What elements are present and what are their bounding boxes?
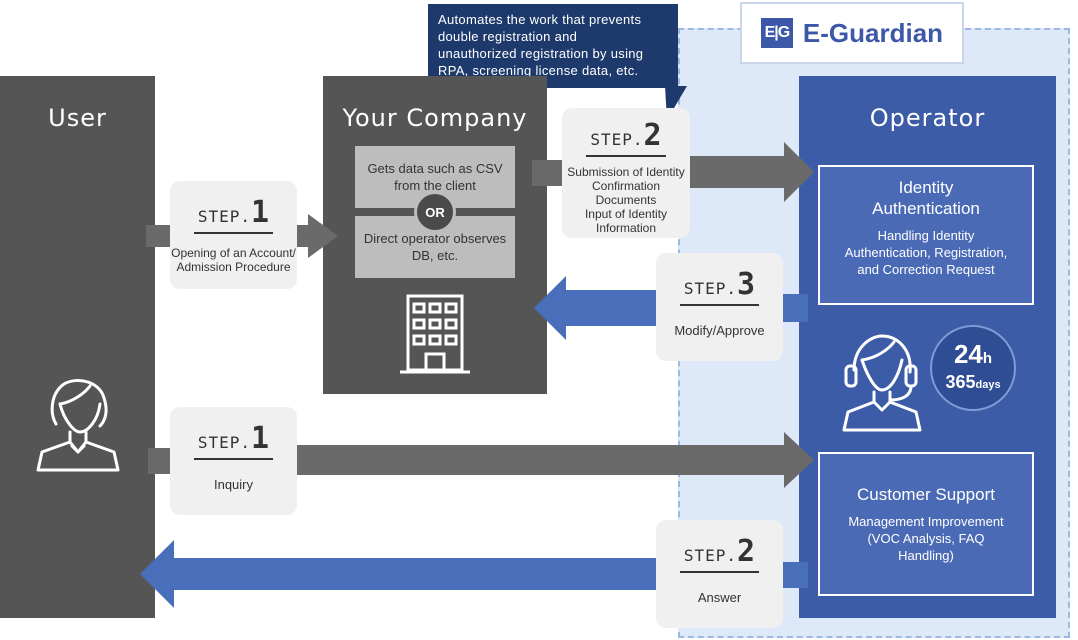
24h-365days-badge: 24h 365days bbox=[930, 325, 1016, 411]
arrow-inquiry-tail bbox=[148, 448, 172, 474]
support-desc-line: Handling) bbox=[898, 548, 954, 563]
step-number: 1 bbox=[251, 195, 270, 230]
arrow-user-to-company-tail bbox=[146, 225, 170, 247]
user-title: User bbox=[48, 104, 107, 132]
identity-title-line: Authentication bbox=[872, 199, 980, 218]
eg-logo-text: E-Guardian bbox=[802, 17, 944, 48]
step-card-identity-submission: STEP.2 Submission of Identity Confirmati… bbox=[562, 108, 690, 238]
arrow-answer-tail bbox=[782, 562, 808, 588]
identity-desc-line: Authentication, Registration, bbox=[844, 245, 1008, 260]
user-person-icon bbox=[36, 379, 120, 472]
badge-days: 365 bbox=[945, 372, 976, 392]
identity-desc-line: Handling Identity bbox=[877, 228, 975, 243]
step-desc-line: Information bbox=[595, 221, 657, 235]
step-desc-line: Documents bbox=[595, 193, 657, 207]
arrow-user-to-company-body bbox=[294, 225, 310, 247]
step-word: STEP. bbox=[197, 433, 252, 452]
arrow-answer-head bbox=[140, 540, 174, 608]
callout-line: double registration and bbox=[438, 29, 578, 44]
step-desc-line: Modify/Approve bbox=[674, 323, 765, 338]
badge-hours-unit: h bbox=[982, 350, 993, 367]
identity-desc-line: and Correction Request bbox=[857, 262, 995, 277]
arrow-inquiry-head bbox=[784, 432, 814, 488]
user-panel: User bbox=[0, 76, 155, 618]
step-desc-line: Admission Procedure bbox=[176, 260, 291, 274]
eg-logo-mark: E|G bbox=[760, 18, 793, 48]
step-card-account-opening: STEP.1 Opening of an Account/ Admission … bbox=[170, 181, 297, 289]
arrow-company-to-operator-tail bbox=[532, 160, 562, 186]
step-label: STEP.2 bbox=[679, 534, 760, 573]
observe-line: Direct operator observes bbox=[363, 231, 507, 246]
step-number: 1 bbox=[251, 421, 270, 456]
step-desc-line: Opening of an Account/ bbox=[171, 246, 296, 260]
step-number: 2 bbox=[737, 534, 756, 569]
support-title: Customer Support bbox=[857, 485, 995, 504]
identity-title-line: Identity bbox=[898, 178, 954, 197]
callout-line: RPA, screening license data, etc. bbox=[438, 63, 639, 78]
arrow-inquiry-body bbox=[296, 445, 786, 475]
callout-line: Automates the work that prevents bbox=[438, 12, 642, 27]
e-guardian-logo: E|G E-Guardian bbox=[740, 2, 964, 64]
badge-hours: 24 bbox=[953, 339, 983, 369]
step-label: STEP.3 bbox=[679, 267, 760, 306]
step-label: STEP.2 bbox=[586, 118, 666, 157]
building-icon bbox=[400, 294, 470, 374]
arrow-operator-to-company-tail bbox=[782, 294, 808, 322]
step-word: STEP. bbox=[683, 546, 738, 565]
step-desc-line: Answer bbox=[697, 590, 742, 605]
or-circle: OR bbox=[414, 191, 456, 233]
customer-support-box: Customer Support Management Improvement … bbox=[818, 452, 1034, 596]
client-data-line: Gets data such as CSV bbox=[367, 161, 503, 176]
operator-headset-icon bbox=[842, 334, 922, 432]
support-desc-line: (VOC Analysis, FAQ bbox=[867, 531, 985, 546]
arrow-company-to-operator-head bbox=[784, 142, 814, 202]
callout-line: unauthorized registration by using bbox=[438, 46, 644, 61]
step-word: STEP. bbox=[683, 279, 738, 298]
observe-line: DB, etc. bbox=[411, 248, 459, 263]
badge-days-unit: days bbox=[975, 379, 1001, 391]
arrow-user-to-company-head bbox=[308, 214, 338, 258]
operator-title: Operator bbox=[869, 104, 986, 132]
step-label: STEP.1 bbox=[193, 421, 274, 460]
step-card-inquiry: STEP.1 Inquiry bbox=[170, 407, 297, 515]
arrow-operator-to-company-head bbox=[534, 276, 566, 340]
arrow-operator-to-company-body bbox=[566, 290, 658, 326]
rpa-callout: Automates the work that prevents double … bbox=[428, 4, 678, 88]
step-card-modify-approve: STEP.3 Modify/Approve bbox=[656, 253, 783, 361]
support-desc-line: Management Improvement bbox=[848, 514, 1004, 529]
step-desc-line: Inquiry bbox=[213, 477, 254, 492]
step-desc-line: Submission of Identity bbox=[567, 165, 685, 179]
step-word: STEP. bbox=[197, 207, 252, 226]
step-number: 2 bbox=[643, 118, 662, 153]
company-title: Your Company bbox=[342, 104, 528, 132]
step-number: 3 bbox=[737, 267, 756, 302]
step-card-answer: STEP.2 Answer bbox=[656, 520, 783, 628]
arrow-company-to-operator-body bbox=[690, 156, 786, 188]
step-label: STEP.1 bbox=[193, 195, 274, 234]
identity-authentication-box: Identity Authentication Handling Identit… bbox=[818, 165, 1034, 305]
arrow-answer-body bbox=[172, 558, 658, 590]
client-data-line: from the client bbox=[394, 178, 476, 193]
step-desc-line: Confirmation bbox=[591, 179, 661, 193]
step-desc-line: Input of Identity bbox=[584, 207, 668, 221]
step-word: STEP. bbox=[590, 130, 644, 149]
